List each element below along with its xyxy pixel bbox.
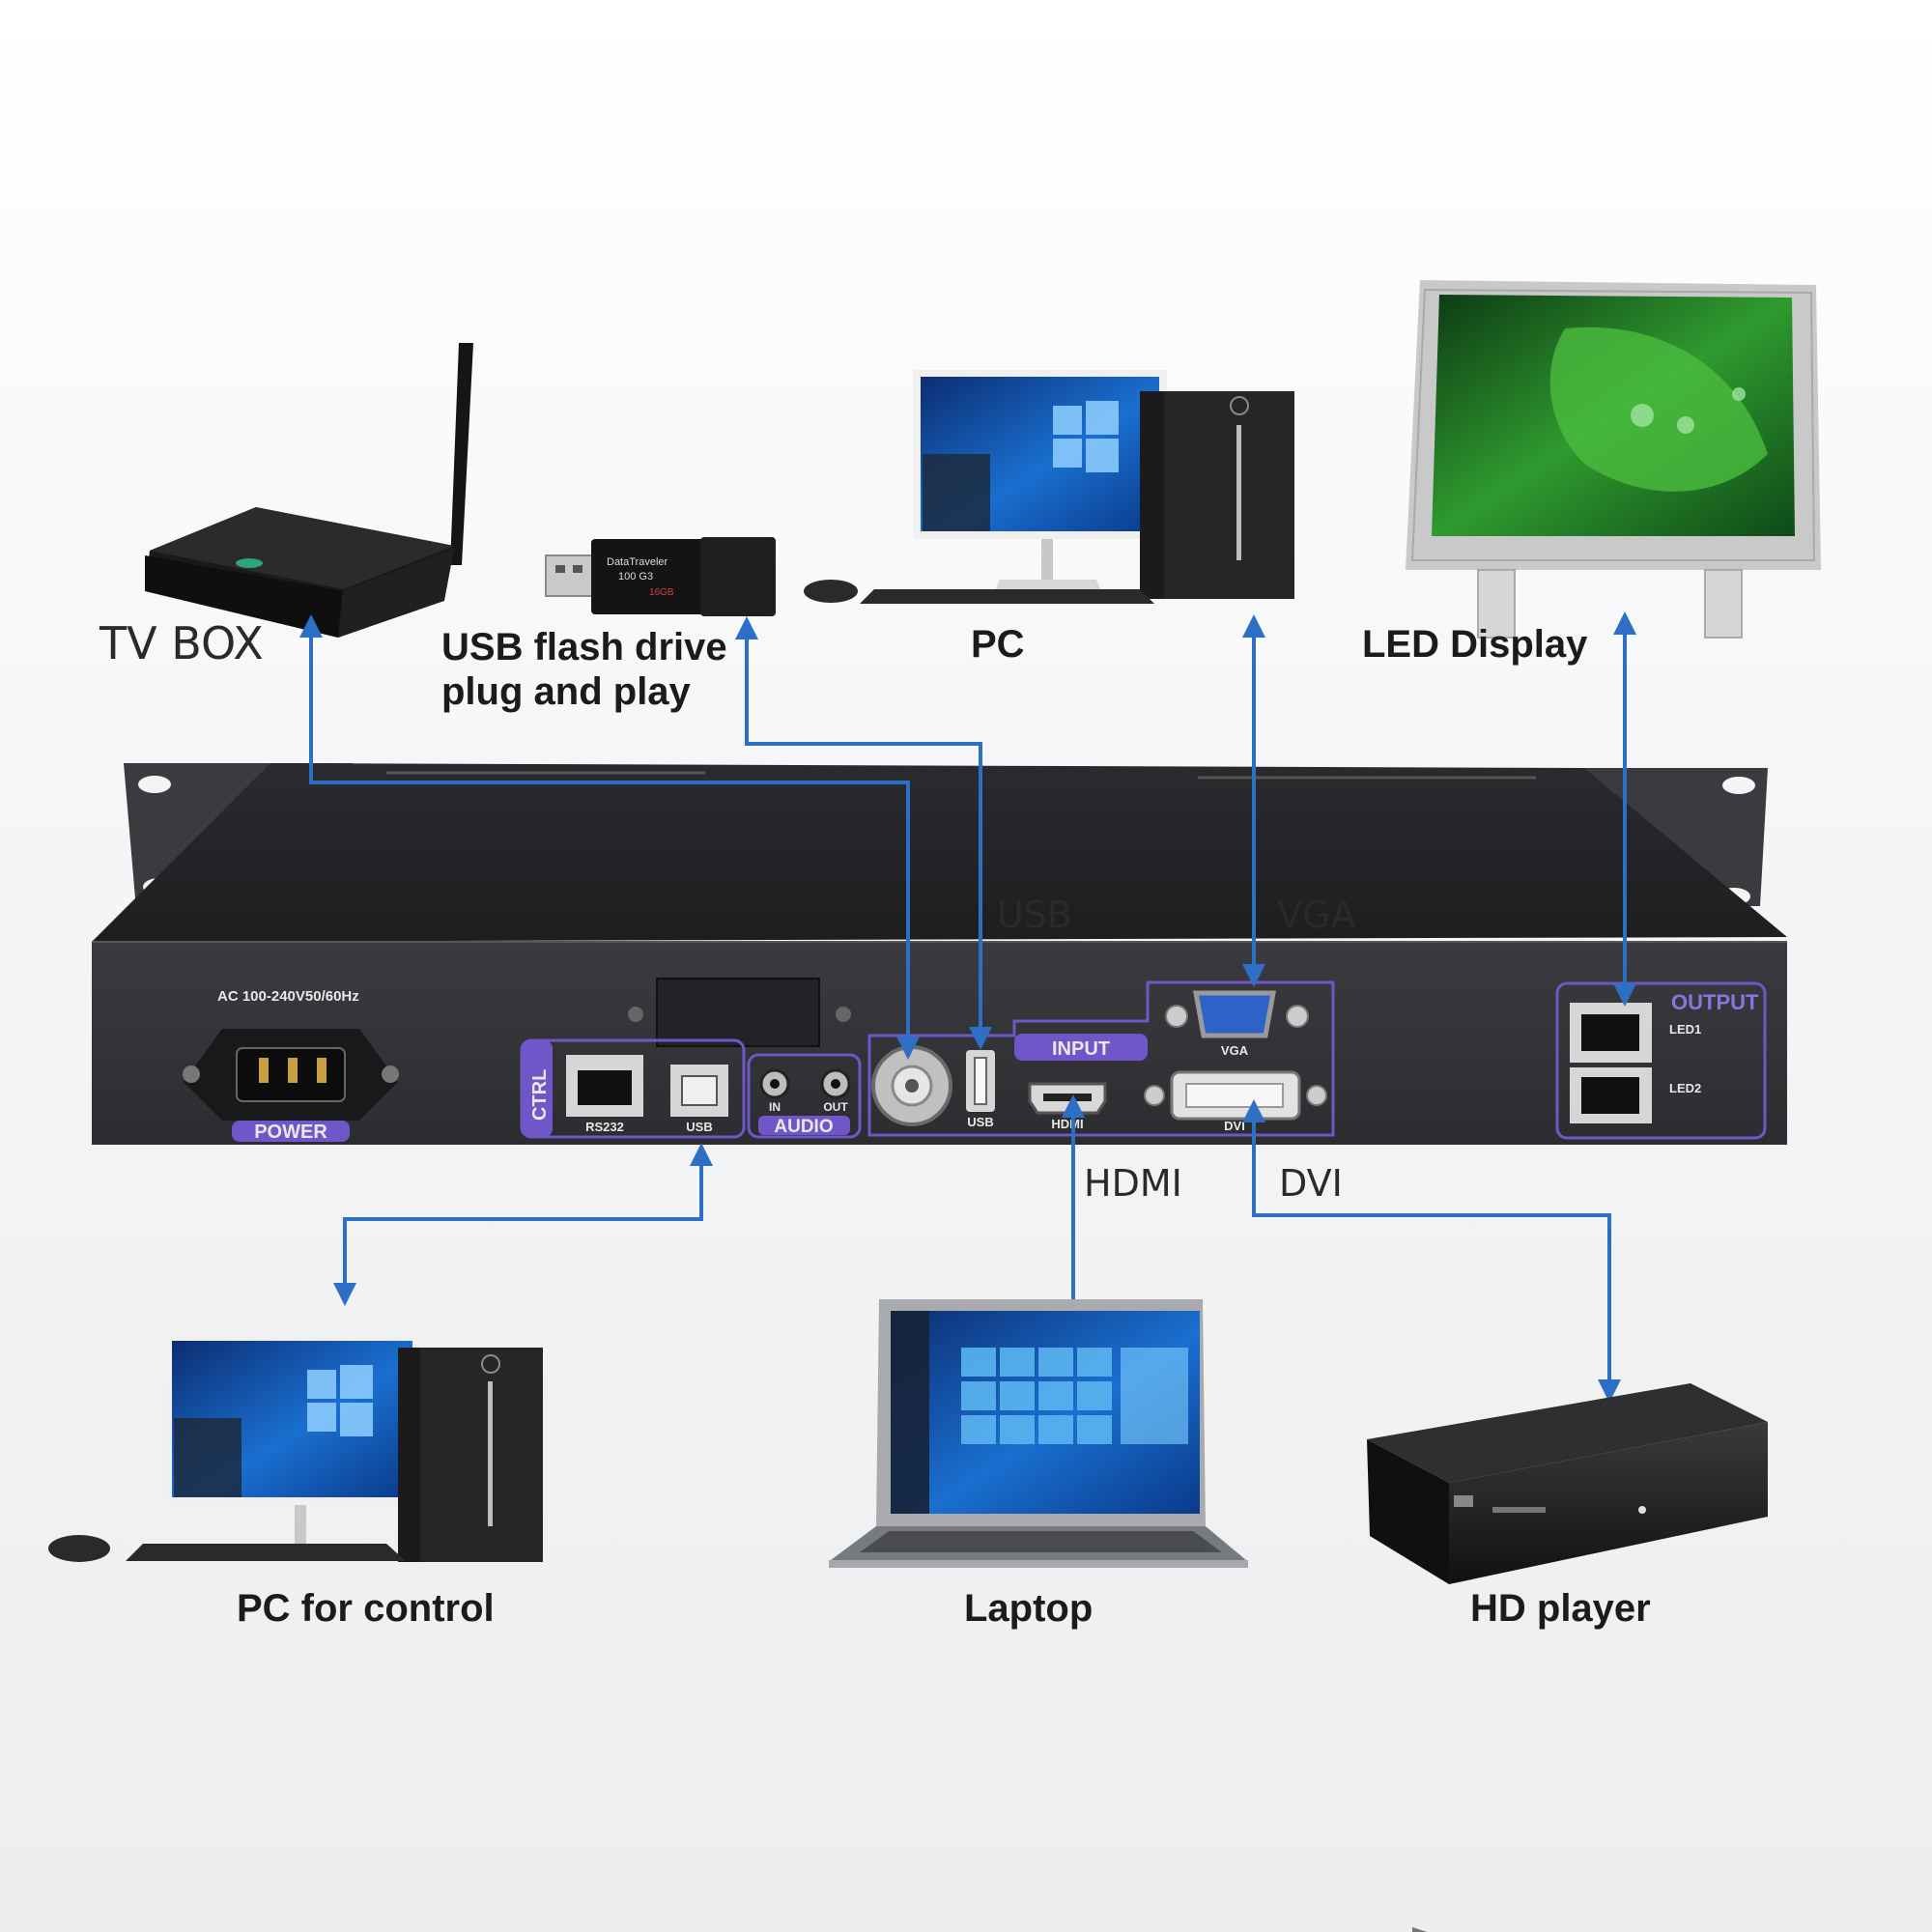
laptop-label: Laptop [964,1587,1093,1630]
usb-flash-drive-sublabel: plug and play [441,670,692,713]
vga-port[interactable] [1193,990,1276,1038]
led1-label: LED1 [1669,1022,1701,1037]
power-spec-label: AC 100-240V50/60Hz [217,988,359,1005]
led-display-icon [1406,280,1821,639]
input-hdmi-label: HDMI [1051,1117,1083,1131]
power-label: POWER [254,1122,327,1143]
desktop-pc-icon [48,1333,543,1562]
output-label: OUTPUT [1671,990,1759,1014]
pc-label: PC [971,623,1025,666]
usb-flash-drive-label: USB flash drive [441,626,727,668]
input-section: INPUT USB HDMI VGA DVI [867,980,1335,1137]
wire-hd-player [1242,1099,1621,1403]
wire-usb-flash [735,616,992,1050]
vga-connection-label: VGA [1277,894,1355,936]
input-usb-label: USB [967,1115,993,1129]
svg-text:100 G3: 100 G3 [618,571,653,582]
desktop-pc-icon [804,370,1294,604]
usb-flash-drive-icon: DataTraveler 100 G3 16GB [545,537,776,616]
tv-box-icon [145,343,473,638]
hd-player-label: HD player [1470,1587,1651,1630]
blank-plate [656,978,820,1047]
ctrl-section: CTRL RS232 USB [520,1038,746,1139]
media-player-icon [1367,1383,1768,1932]
led-display-label: LED Display [1362,623,1588,666]
svg-text:16GB: 16GB [649,587,674,598]
led2-label: LED2 [1669,1081,1701,1095]
input-vga-label: VGA [1221,1043,1249,1058]
input-dvi-label: DVI [1224,1119,1245,1133]
usb-connection-label: USB [997,894,1072,936]
hdmi-connection-label: HDMI [1084,1162,1182,1205]
input-label: INPUT [1052,1038,1110,1060]
audio-in-label: IN [769,1100,781,1114]
rs232-label: RS232 [585,1120,624,1134]
tv-box-label: TV BOX [99,617,264,669]
svg-text:DataTraveler: DataTraveler [607,556,668,568]
connection-lines [299,611,1636,1403]
pc-control-label: PC for control [237,1587,495,1630]
dvi-connection-label: DVI [1279,1162,1343,1205]
ctrl-label: CTRL [529,1069,551,1121]
audio-label: AUDIO [774,1117,833,1137]
laptop-icon [829,1299,1248,1568]
wire-pc-control [333,1143,713,1306]
ctrl-usb-label: USB [686,1120,712,1134]
audio-out-label: OUT [823,1100,848,1114]
